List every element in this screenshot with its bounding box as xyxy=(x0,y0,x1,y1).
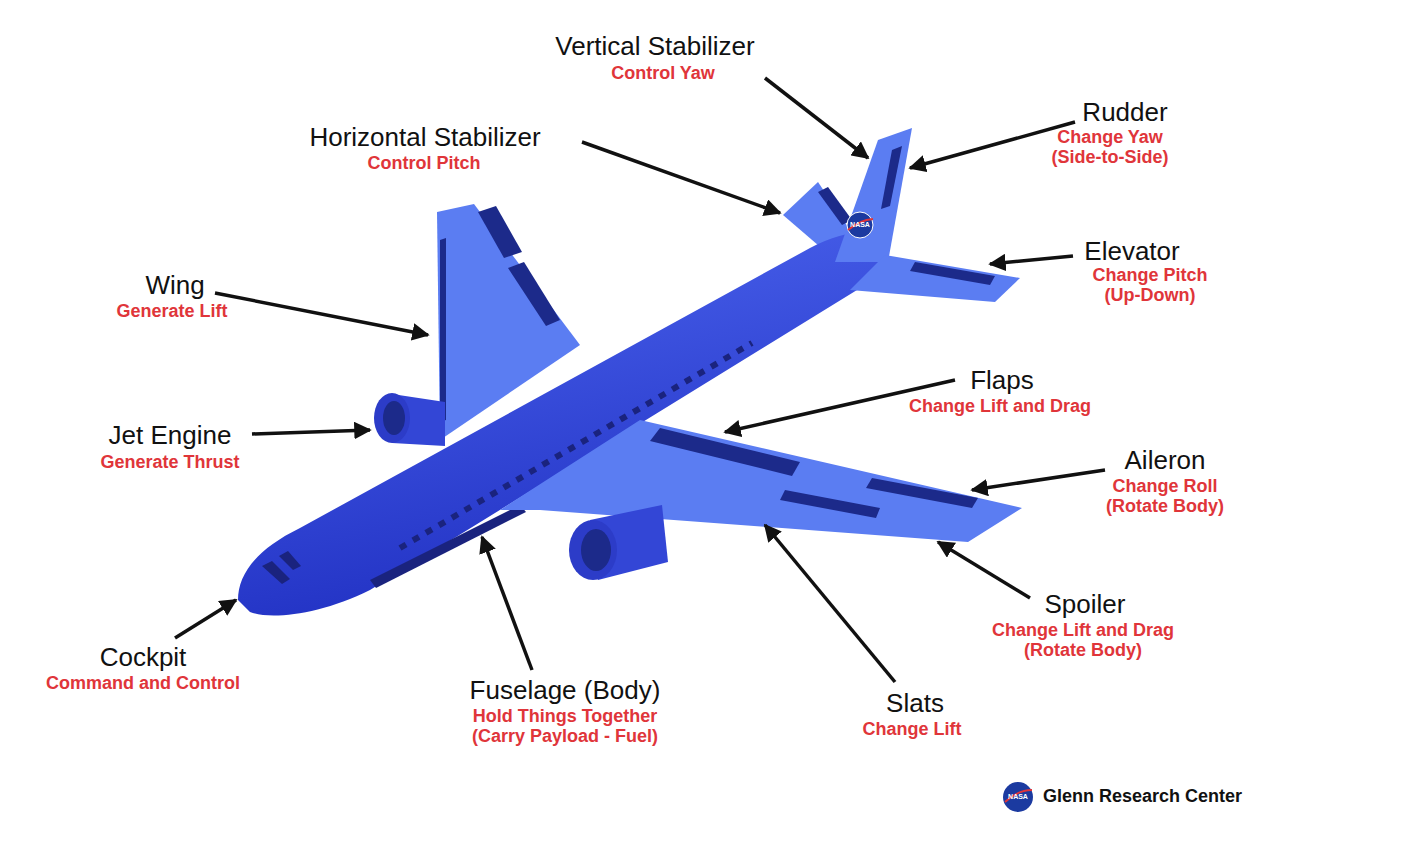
leader-arrow xyxy=(765,78,868,158)
nasa-logo xyxy=(1003,782,1033,812)
nasa-logo-swoosh xyxy=(848,219,873,230)
near-wing xyxy=(500,420,1022,542)
part-function: Generate Thrust xyxy=(100,452,239,472)
part-name: Horizontal Stabilizer xyxy=(309,123,540,152)
nasa-logo xyxy=(847,212,873,238)
leader-arrow xyxy=(990,256,1073,264)
part-function: Change Lift and Drag xyxy=(909,396,1091,416)
leader-arrow xyxy=(215,293,428,335)
leader-arrow xyxy=(765,525,895,682)
leader-arrow xyxy=(910,122,1075,168)
rudder xyxy=(881,146,902,209)
part-name: Slats xyxy=(886,689,944,718)
flaps xyxy=(650,428,800,476)
part-name: Flaps xyxy=(970,366,1034,395)
far-engine-intake xyxy=(374,393,410,443)
far-wing-slot xyxy=(478,206,522,258)
part-name: Vertical Stabilizer xyxy=(555,32,754,61)
far-wing-slot xyxy=(508,262,560,326)
part-name: Fuselage (Body) xyxy=(470,676,661,705)
part-name: Elevator xyxy=(1084,237,1179,266)
part-function: Change Yaw (Side-to-Side) xyxy=(1035,127,1185,167)
part-function: Control Yaw xyxy=(611,63,715,83)
part-name: Spoiler xyxy=(1045,590,1126,619)
leader-arrow xyxy=(482,537,532,670)
near-engine-intake xyxy=(581,529,611,571)
part-function: Generate Lift xyxy=(116,301,227,321)
far-elevator xyxy=(818,187,852,225)
fuselage-stripe xyxy=(370,505,526,588)
part-name: Aileron xyxy=(1125,446,1206,475)
leader-arrow xyxy=(175,600,236,638)
far-engine-intake xyxy=(383,401,405,435)
cockpit-window xyxy=(279,551,301,570)
part-function: Command and Control xyxy=(46,673,240,693)
part-name: Rudder xyxy=(1082,98,1167,127)
part-function: Change Pitch (Up-Down) xyxy=(1075,265,1225,305)
vertical-stabilizer xyxy=(835,128,912,262)
leader-arrow xyxy=(252,430,370,434)
organization-name: Glenn Research Center xyxy=(1043,786,1242,806)
leader-arrow xyxy=(972,470,1105,490)
part-function: Change Lift and Drag (Rotate Body) xyxy=(976,620,1191,660)
logo-text: NASA xyxy=(1008,793,1028,801)
spoiler xyxy=(780,490,880,518)
part-function: Hold Things Together (Carry Payload - Fu… xyxy=(449,706,681,746)
part-name: Jet Engine xyxy=(109,421,232,450)
part-name: Wing xyxy=(145,271,204,300)
part-function: Change Roll (Rotate Body) xyxy=(1090,476,1240,516)
leader-arrow xyxy=(582,142,780,213)
part-function: Control Pitch xyxy=(368,153,481,173)
cockpit-window xyxy=(262,561,290,584)
logo-text: NASA xyxy=(850,221,870,229)
leader-arrow xyxy=(938,542,1030,598)
part-function: Change Lift xyxy=(863,719,962,739)
elevator xyxy=(910,262,995,285)
near-engine-intake xyxy=(569,520,617,580)
nasa-logo-swoosh xyxy=(1005,790,1032,802)
part-name: Cockpit xyxy=(100,643,187,672)
aileron xyxy=(866,478,978,508)
far-wing-slat xyxy=(440,238,446,422)
